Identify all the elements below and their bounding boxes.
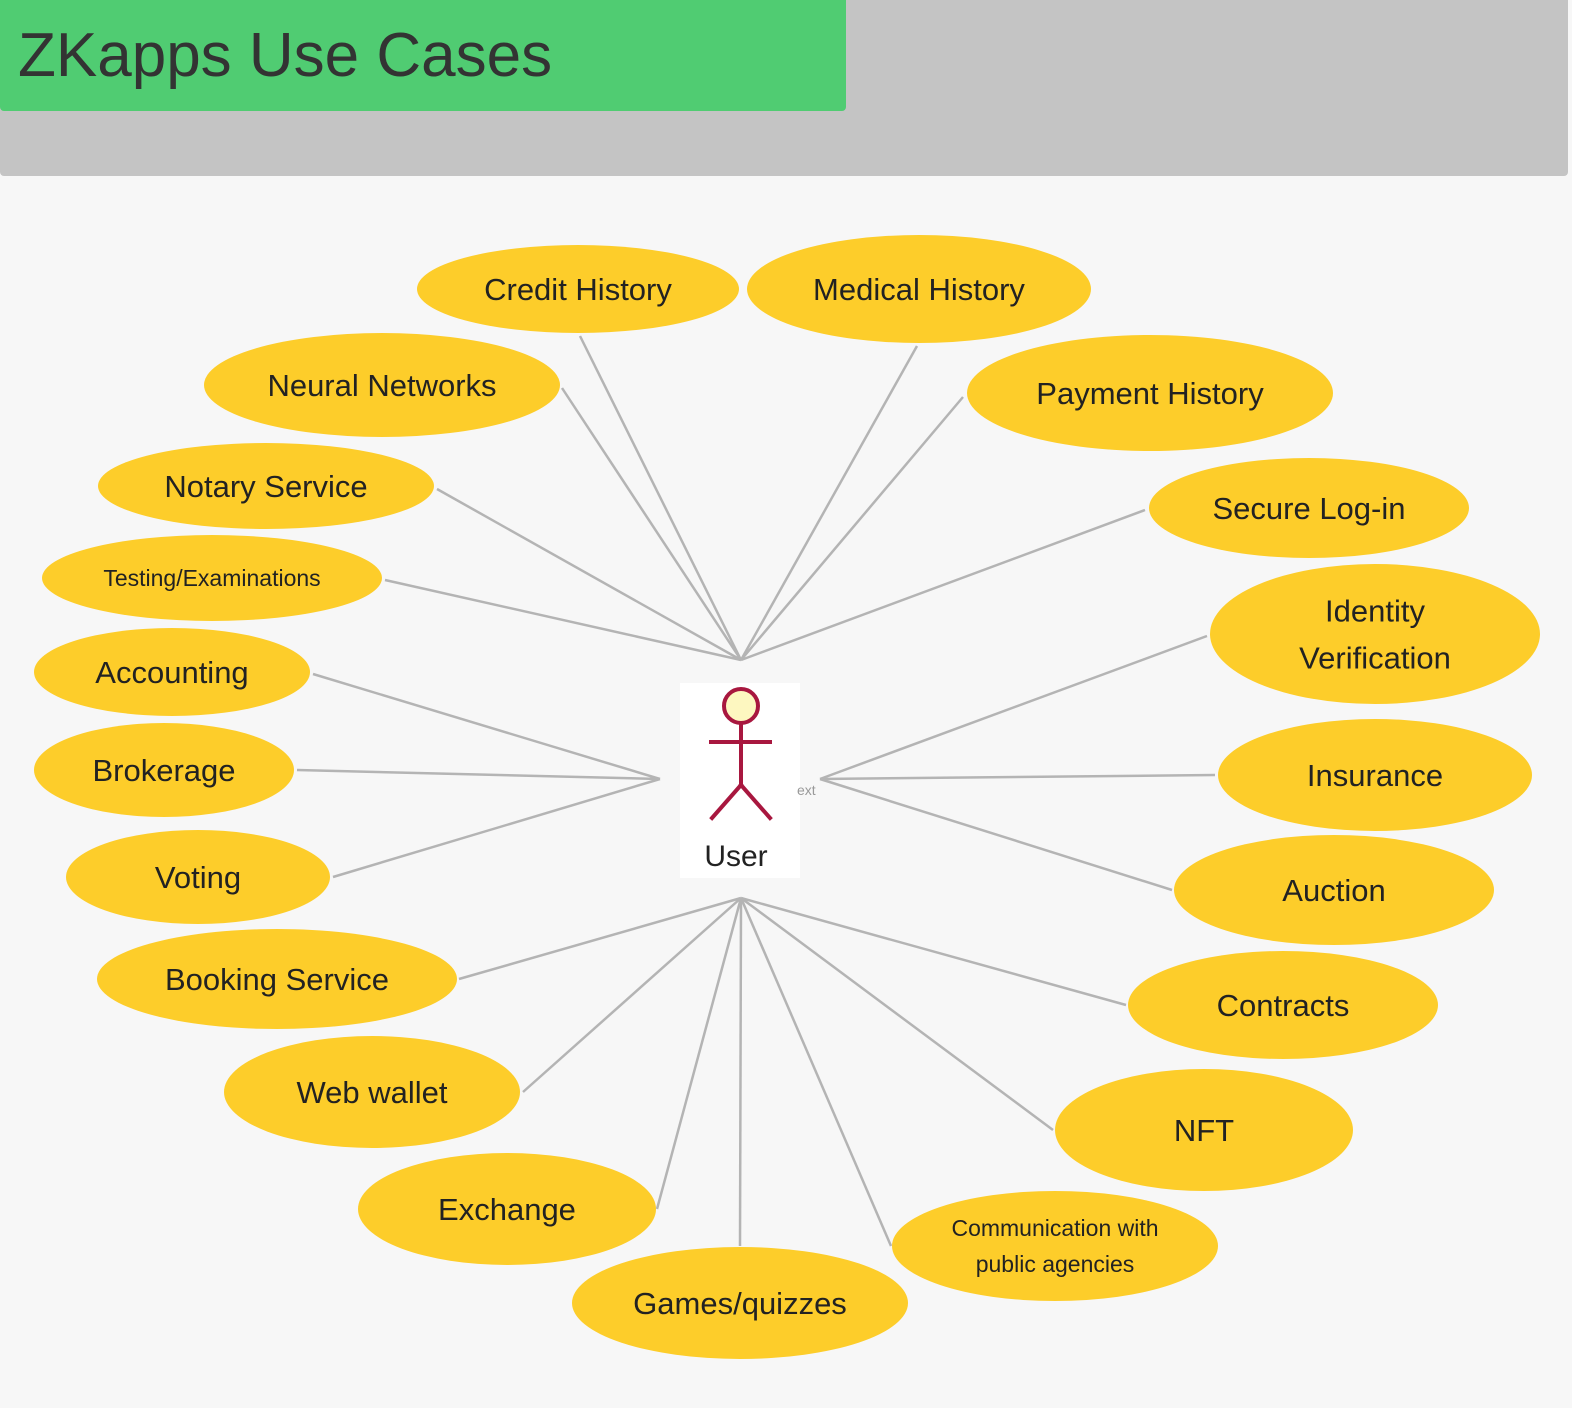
- use-case-insurance[interactable]: Insurance: [1218, 719, 1532, 831]
- use-case-label: Credit History: [484, 272, 672, 307]
- use-case-label: Exchange: [438, 1192, 576, 1227]
- use-case-label: Notary Service: [164, 469, 367, 504]
- use-case-label: Insurance: [1307, 758, 1443, 793]
- use-case-label: Booking Service: [165, 962, 389, 997]
- use-case-ellipse: [1128, 951, 1438, 1059]
- actor-left-leg: [709, 782, 744, 821]
- use-case-label: Testing/Examinations: [103, 565, 320, 591]
- use-case-auction[interactable]: Auction: [1174, 835, 1494, 945]
- connector-brokerage: [296, 768, 661, 781]
- use-case-label: Web wallet: [296, 1075, 447, 1110]
- use-case-accounting[interactable]: Accounting: [34, 628, 310, 716]
- use-case-ellipse: [1218, 719, 1532, 831]
- use-case-payment-history[interactable]: Payment History: [967, 335, 1333, 451]
- connector-payment-history: [740, 396, 964, 661]
- use-case-testing-examinations[interactable]: Testing/Examinations: [42, 535, 382, 621]
- connector-communication-public-agencies: [739, 897, 893, 1247]
- title-bar: ZKapps Use Cases: [0, 0, 846, 111]
- connector-testing-examinations: [384, 578, 742, 662]
- connector-secure-log-in: [740, 508, 1146, 662]
- use-case-ellipse: [1210, 564, 1540, 704]
- use-case-ellipse: [204, 333, 560, 437]
- actor-user[interactable]: User ext: [680, 683, 816, 878]
- use-case-ellipse: [34, 723, 294, 817]
- connector-accounting: [312, 672, 661, 781]
- use-case-label: Games/quizzes: [633, 1286, 847, 1321]
- connector-medical-history: [739, 345, 919, 661]
- use-case-label: Neural Networks: [267, 368, 496, 403]
- connector-booking-service: [458, 896, 742, 981]
- use-case-label: Medical History: [813, 272, 1025, 307]
- use-case-label: Voting: [155, 860, 241, 895]
- connector-voting: [332, 777, 661, 879]
- use-case-ellipse: [97, 929, 457, 1029]
- connector-credit-history: [578, 335, 743, 661]
- use-case-nft[interactable]: NFT: [1055, 1069, 1353, 1191]
- use-case-label: Communication with: [951, 1215, 1158, 1241]
- use-case-ellipse: [42, 535, 382, 621]
- use-case-voting[interactable]: Voting: [66, 830, 330, 924]
- connector-identity-verification: [819, 634, 1208, 781]
- use-case-communication-public-agencies[interactable]: Communication with public agencies: [892, 1191, 1218, 1301]
- use-case-exchange[interactable]: Exchange: [358, 1153, 656, 1265]
- actor-right-leg: [738, 782, 773, 821]
- connector-notary-service: [436, 487, 742, 662]
- use-case-label: Accounting: [95, 655, 248, 690]
- page-title: ZKapps Use Cases: [18, 21, 553, 90]
- connector-games-quizzes: [738, 897, 743, 1247]
- use-case-ellipse: [34, 628, 310, 716]
- use-case-ellipse: [1174, 835, 1494, 945]
- use-case-brokerage[interactable]: Brokerage: [34, 723, 294, 817]
- connector-contracts: [740, 896, 1127, 1007]
- use-case-web-wallet[interactable]: Web wallet: [224, 1036, 520, 1148]
- use-case-label: Brokerage: [92, 753, 235, 788]
- use-case-label: Auction: [1282, 873, 1385, 908]
- use-case-label: Secure Log-in: [1212, 491, 1405, 526]
- use-case-ellipse: [224, 1036, 520, 1148]
- connector-neural-networks: [560, 387, 743, 661]
- stray-text: ext: [797, 782, 816, 798]
- use-case-label: Payment History: [1036, 376, 1264, 411]
- use-case-ellipse: [747, 235, 1091, 343]
- use-case-label: Verification: [1299, 640, 1451, 675]
- use-case-label: public agencies: [976, 1251, 1135, 1277]
- use-case-notary-service[interactable]: Notary Service: [98, 443, 434, 529]
- use-case-contracts[interactable]: Contracts: [1128, 951, 1438, 1059]
- use-case-medical-history[interactable]: Medical History: [747, 235, 1091, 343]
- connector-exchange: [655, 897, 743, 1210]
- use-case-ellipse: [358, 1153, 656, 1265]
- use-case-ellipse: [892, 1191, 1218, 1301]
- use-case-label: Contracts: [1217, 988, 1350, 1023]
- use-case-ellipse: [572, 1247, 908, 1359]
- connector-auction: [819, 777, 1173, 892]
- use-case-neural-networks[interactable]: Neural Networks: [204, 333, 560, 437]
- use-case-ellipse: [417, 245, 739, 333]
- use-case-booking-service[interactable]: Booking Service: [97, 929, 457, 1029]
- connector-web-wallet: [522, 897, 742, 1093]
- use-case-ellipse: [98, 443, 434, 529]
- actor-head: [722, 687, 760, 725]
- connector-insurance: [819, 773, 1216, 781]
- use-case-ellipse: [66, 830, 330, 924]
- use-case-secure-log-in[interactable]: Secure Log-in: [1149, 458, 1469, 558]
- use-case-games-quizzes[interactable]: Games/quizzes: [572, 1247, 908, 1359]
- connectors: [296, 335, 1216, 1247]
- use-case-ellipse: [967, 335, 1333, 451]
- use-case-ellipse: [1055, 1069, 1353, 1191]
- use-case-label: Identity: [1325, 593, 1425, 628]
- use-case-ellipse: [1149, 458, 1469, 558]
- use-case-credit-history[interactable]: Credit History: [417, 245, 739, 333]
- connector-nft: [740, 896, 1054, 1132]
- use-case-label: NFT: [1174, 1113, 1234, 1148]
- actor-name: User: [704, 840, 767, 873]
